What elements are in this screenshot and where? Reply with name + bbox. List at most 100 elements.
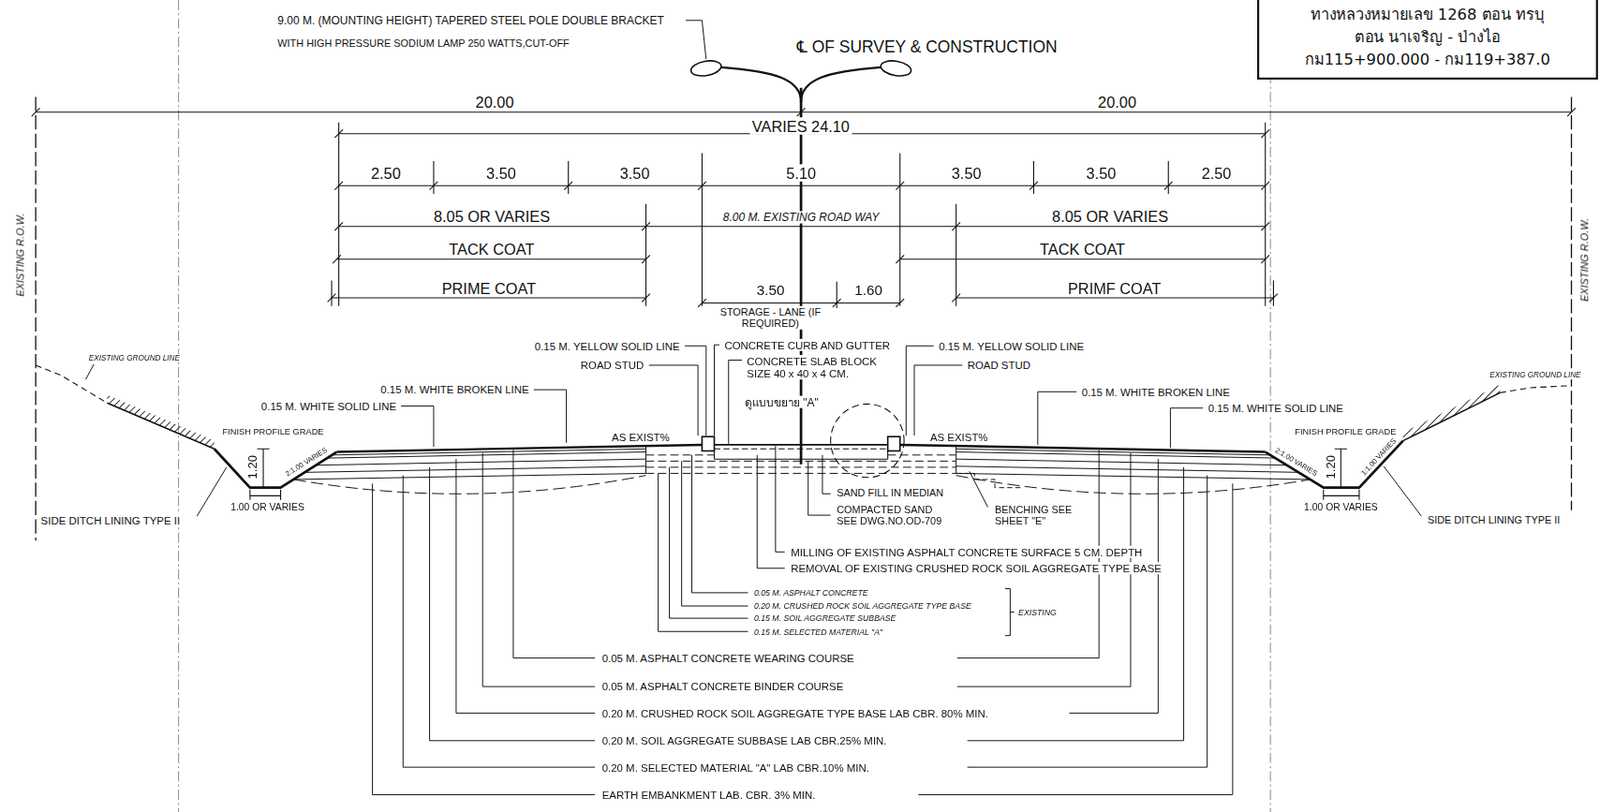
- row-label: EXISTING R.O.W.: [1578, 216, 1591, 305]
- light-pole: [721, 67, 801, 103]
- existing-ground: [35, 365, 107, 403]
- lamp-note: WITH HIGH PRESSURE SODIUM LAMP 250 WATTS…: [275, 37, 572, 50]
- dimension-line: [956, 297, 1275, 299]
- leader-line: [822, 455, 831, 494]
- leader-line: [1170, 408, 1203, 448]
- callout: 0.15 M. WHITE SOLID LINE: [1206, 401, 1347, 415]
- dimension-line: [31, 107, 1576, 117]
- light-pole: [879, 59, 913, 79]
- layer-label: 0.20 M. SELECTED MATERIAL "A" LAB CBR.10…: [600, 761, 873, 774]
- dimension: 3.50: [1083, 163, 1118, 182]
- dimension-line: [338, 122, 340, 307]
- leader-line: [681, 460, 749, 607]
- leader-line: [86, 364, 95, 380]
- dimension-line: [31, 107, 1576, 500]
- existing-layer-label: 0.05 M. ASPHALT CONCRETE: [752, 588, 871, 598]
- note: STORAGE - LANE (IF REQUIRED): [717, 305, 824, 329]
- row-label: EXISTING R.O.W.: [14, 210, 27, 299]
- leader-line: [918, 483, 1233, 795]
- leader-line: [400, 406, 434, 448]
- dimension-line: [250, 489, 282, 501]
- dimension: 1.20: [246, 453, 261, 482]
- callout: 0.15 M. WHITE BROKEN LINE: [378, 384, 532, 397]
- callout: ROAD STUD: [578, 358, 647, 371]
- layer-label: 0.20 M. CRUSHED ROCK SOIL AGGREGATE TYPE…: [600, 707, 992, 720]
- leader-line: [728, 360, 742, 445]
- title-block: ทางหลวงหมายเลข 1268 ตอน ทรบุตอน นาเจริญ …: [1257, 0, 1599, 80]
- row-line: [34, 96, 36, 541]
- layer-label: 0.05 M. ASPHALT CONCRETE WEARING COURSE: [600, 651, 857, 665]
- leader-line: [669, 467, 749, 619]
- slope-label: 2:1.00 VARIES: [1271, 445, 1320, 480]
- leader-line: [775, 445, 786, 552]
- dimension-line: [1273, 281, 1275, 307]
- dimension: 8.05 OR VARIES: [431, 207, 552, 226]
- callout: COMPACTED SAND SEE DWG.NO.OD-709: [834, 503, 957, 528]
- leader-line: [684, 345, 707, 436]
- detail-reference: ดูแบบขยาย "A": [742, 395, 821, 409]
- coat-label: TACK COAT: [446, 240, 536, 259]
- existing-ground: [1403, 385, 1500, 442]
- dimension: 20.00: [473, 93, 516, 112]
- callout: FINISH PROFILE GRADE: [1292, 427, 1398, 438]
- dimension: 2.50: [369, 163, 403, 182]
- dimension: 3.50: [484, 163, 519, 182]
- callout: SIDE DITCH LINING TYPE II: [38, 514, 182, 527]
- dimension: 5.10: [784, 163, 818, 182]
- dimension: 1.60: [852, 281, 885, 299]
- callout: 0.15 M. YELLOW SOLID LINE: [936, 340, 1086, 353]
- callout: 0.15 M. YELLOW SOLID LINE: [533, 340, 682, 353]
- side-ditch: [214, 441, 1404, 489]
- dimension-line: [900, 258, 1266, 260]
- callout: SIDE DITCH LINING TYPE II: [1425, 514, 1563, 527]
- pavement-layer: [294, 448, 647, 480]
- dimension: 8.05 OR VARIES: [1050, 207, 1171, 226]
- pavement-layer: [956, 473, 1022, 488]
- leader-line: [86, 20, 1423, 796]
- pavement-layer: [646, 455, 957, 475]
- leader-line: [714, 344, 720, 436]
- callout: EXISTING GROUND LINE: [87, 353, 183, 362]
- slope-note: AS EXIST%: [928, 430, 991, 444]
- road-surface: [701, 436, 714, 451]
- slope-note: AS EXIST%: [609, 430, 672, 444]
- guide-line: [177, 0, 179, 812]
- leader-line: [808, 460, 831, 516]
- pavement-layer: [956, 475, 1311, 495]
- leader-line: [196, 467, 227, 517]
- leader-line: [756, 455, 785, 569]
- coat-label: PRIME COAT: [439, 279, 538, 297]
- coat-label: PRIMF COAT: [1066, 279, 1164, 297]
- road-surface: [888, 436, 901, 451]
- dimension: 1.20: [1323, 453, 1338, 482]
- callout: REMOVAL OF EXISTING CRUSHED ROCK SOIL AG…: [788, 562, 1164, 575]
- callout: EXISTING GROUND LINE: [1487, 370, 1584, 380]
- dimension: 3.50: [949, 163, 984, 182]
- callout: 0.15 M. WHITE BROKEN LINE: [1079, 385, 1232, 399]
- layer-label: 0.20 M. SOIL AGGREGATE SUBBASE LAB CBR.2…: [600, 734, 889, 747]
- light-pole: [689, 59, 723, 79]
- dimension: 3.50: [618, 163, 652, 182]
- road-surface: [714, 448, 889, 450]
- dimension-line: [330, 281, 332, 307]
- leader-line: [1069, 459, 1159, 713]
- guide-line: [178, 0, 1272, 812]
- dimension: 8.00 M. EXISTING ROAD WAY: [721, 210, 882, 224]
- centerline-label: ℄ OF SURVEY & CONSTRUCTION: [795, 37, 1060, 57]
- leader-line: [402, 475, 595, 769]
- dimension-line: [1323, 489, 1360, 501]
- leader-line: [685, 20, 707, 60]
- lamp-note: 9.00 M. (MOUNTING HEIGHT) TAPERED STEEL …: [275, 14, 667, 28]
- dimension: 3.50: [755, 281, 787, 299]
- leader-line: [905, 345, 934, 436]
- dimension-line: [336, 258, 646, 260]
- title-text: ทางหลวงหมายเลข 1268 ตอน ทรบุ: [1265, 3, 1590, 27]
- callout: SAND FILL IN MEDIAN: [834, 488, 946, 501]
- road-surface: [336, 403, 1265, 477]
- leader-line: [372, 483, 595, 795]
- road-surface: [714, 444, 889, 446]
- callout: MILLING OF EXISTING ASPHALT CONCRETE SUR…: [788, 546, 1145, 559]
- light-pole: [800, 67, 881, 103]
- callout: 0.15 M. WHITE SOLID LINE: [259, 400, 400, 413]
- dimension: VARIES 24.10: [750, 117, 853, 135]
